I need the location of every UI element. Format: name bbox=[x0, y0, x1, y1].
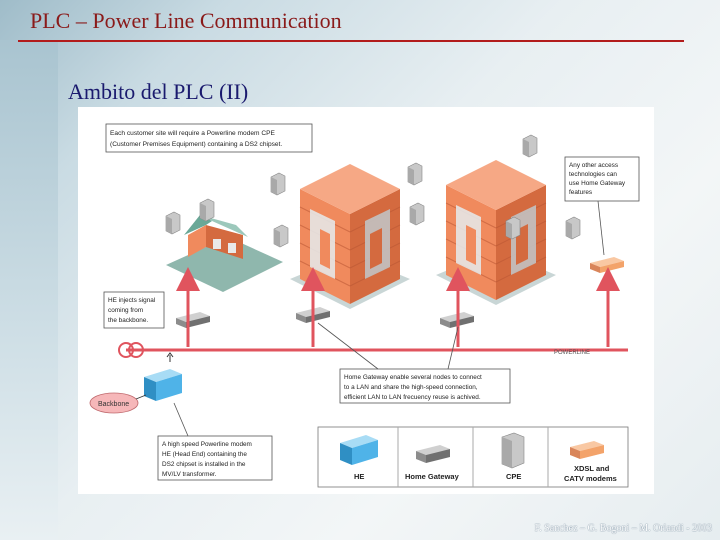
callout-access-line-2: technologies can bbox=[569, 171, 617, 178]
callout-he-injects-line-1: HE injects signal bbox=[108, 297, 155, 304]
legend-xdsl-icon bbox=[570, 441, 604, 459]
callout-cpe-line1: Each customer site will require a Powerl… bbox=[110, 130, 276, 137]
callout-cpe: Each customer site will require a Powerl… bbox=[105, 123, 313, 153]
legend-he-label: HE bbox=[354, 472, 364, 481]
callout-gateway-line-1: Home Gateway enable several nodes to con… bbox=[344, 374, 482, 381]
callout-access-line-3: use Home Gateway bbox=[569, 180, 626, 187]
legend-he-icon bbox=[340, 435, 378, 465]
legend-cpe-icon bbox=[501, 432, 525, 469]
home-gateway-device bbox=[176, 307, 474, 328]
legend-xdsl-label-1: XDSL and bbox=[574, 464, 610, 473]
callout-access-line-4: features bbox=[569, 189, 592, 196]
callout-head-end-line-3: DS2 chipset is installed in the bbox=[162, 461, 246, 468]
building-left bbox=[289, 163, 411, 310]
slide-subtitle: Ambito del PLC (II) bbox=[68, 79, 249, 104]
callout-cpe-line2: (Customer Premises Equipment) containing… bbox=[110, 141, 282, 148]
callout-access-line-1: Any other access bbox=[569, 162, 618, 169]
callout-he-injects-line-2: coming from bbox=[108, 307, 143, 314]
callout-head-end: A high speed Powerline modem HE (Head End… bbox=[157, 402, 273, 481]
backbone-label: Backbone bbox=[98, 401, 129, 408]
callout-gateway-line-3: efficient LAN to LAN frecuency reuse is … bbox=[344, 394, 481, 401]
callout-he-injects-line-3: the backbone. bbox=[108, 317, 148, 324]
powerline-label: POWERLINE bbox=[554, 350, 590, 356]
legend-cpe-label: CPE bbox=[506, 472, 521, 481]
slide-title: PLC – Power Line Communication bbox=[30, 8, 342, 33]
signal-arrows bbox=[176, 267, 620, 347]
legend-panel: HE Home Gateway CPE XDSL and CATV modems bbox=[317, 426, 629, 488]
powerline bbox=[118, 342, 628, 362]
callout-gateway: Home Gateway enable several nodes to con… bbox=[317, 322, 511, 404]
xdsl-modem-device bbox=[590, 257, 624, 273]
legend-gateway-icon bbox=[416, 445, 450, 463]
callout-he-injects: HE injects signal coming from the backbone… bbox=[103, 291, 165, 329]
legend-xdsl-label-2: CATV modems bbox=[564, 474, 617, 483]
callout-head-end-line-2: HE (Head End) containing the bbox=[162, 451, 247, 458]
callout-gateway-line-2: to a LAN and share the high-speed connec… bbox=[344, 384, 478, 391]
backbone-cloud bbox=[89, 392, 147, 414]
legend-gateway-label: Home Gateway bbox=[405, 472, 460, 481]
plc-diagram: POWERLINE Backbone Each customer site wi… bbox=[78, 107, 654, 494]
building-right bbox=[435, 159, 557, 306]
head-end-device bbox=[144, 369, 182, 401]
callout-head-end-line-4: MV/LV transformer. bbox=[162, 471, 217, 478]
callout-access: Any other access technologies can use Home… bbox=[564, 156, 640, 256]
callout-head-end-line-1: A high speed Powerline modem bbox=[162, 441, 252, 448]
background-strip bbox=[0, 40, 58, 540]
slide-footer: F. Sanchez – G. Bogoni – M. Orlandi - 20… bbox=[534, 523, 712, 534]
title-underline bbox=[18, 40, 684, 42]
